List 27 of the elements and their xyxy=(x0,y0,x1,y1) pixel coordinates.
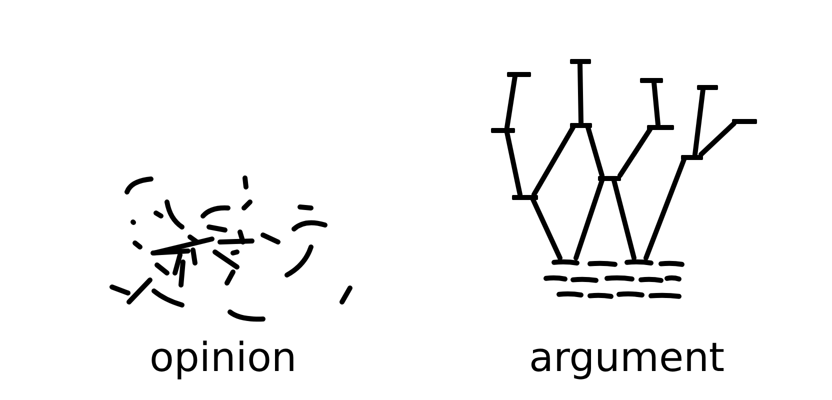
connector-line xyxy=(618,127,652,178)
dash-mark xyxy=(507,72,531,76)
connector-line xyxy=(532,125,576,197)
connector-line xyxy=(504,74,518,130)
caption-text: argument xyxy=(529,334,725,382)
dash-mark xyxy=(640,78,663,82)
dash-mark xyxy=(512,194,538,200)
dash-mark xyxy=(697,84,718,90)
dashed-lines-drawing xyxy=(543,258,685,300)
connector-line xyxy=(578,61,584,125)
dash-mark xyxy=(570,122,592,128)
dash-mark xyxy=(647,124,674,130)
connector-line xyxy=(612,178,636,260)
dash-mark xyxy=(570,58,591,64)
dash-mark xyxy=(598,176,621,180)
connector-line xyxy=(574,178,604,260)
dash-mark xyxy=(491,128,515,132)
connector-line xyxy=(586,125,604,178)
dash-mark xyxy=(681,154,703,160)
caption-text: opinion xyxy=(150,334,297,382)
connector-line xyxy=(652,80,660,127)
dash-mark xyxy=(732,118,757,124)
connector-line xyxy=(698,121,736,157)
connector-line xyxy=(644,157,686,260)
connector-line xyxy=(504,130,522,197)
connector-line xyxy=(692,87,706,157)
connector-line xyxy=(530,197,562,260)
